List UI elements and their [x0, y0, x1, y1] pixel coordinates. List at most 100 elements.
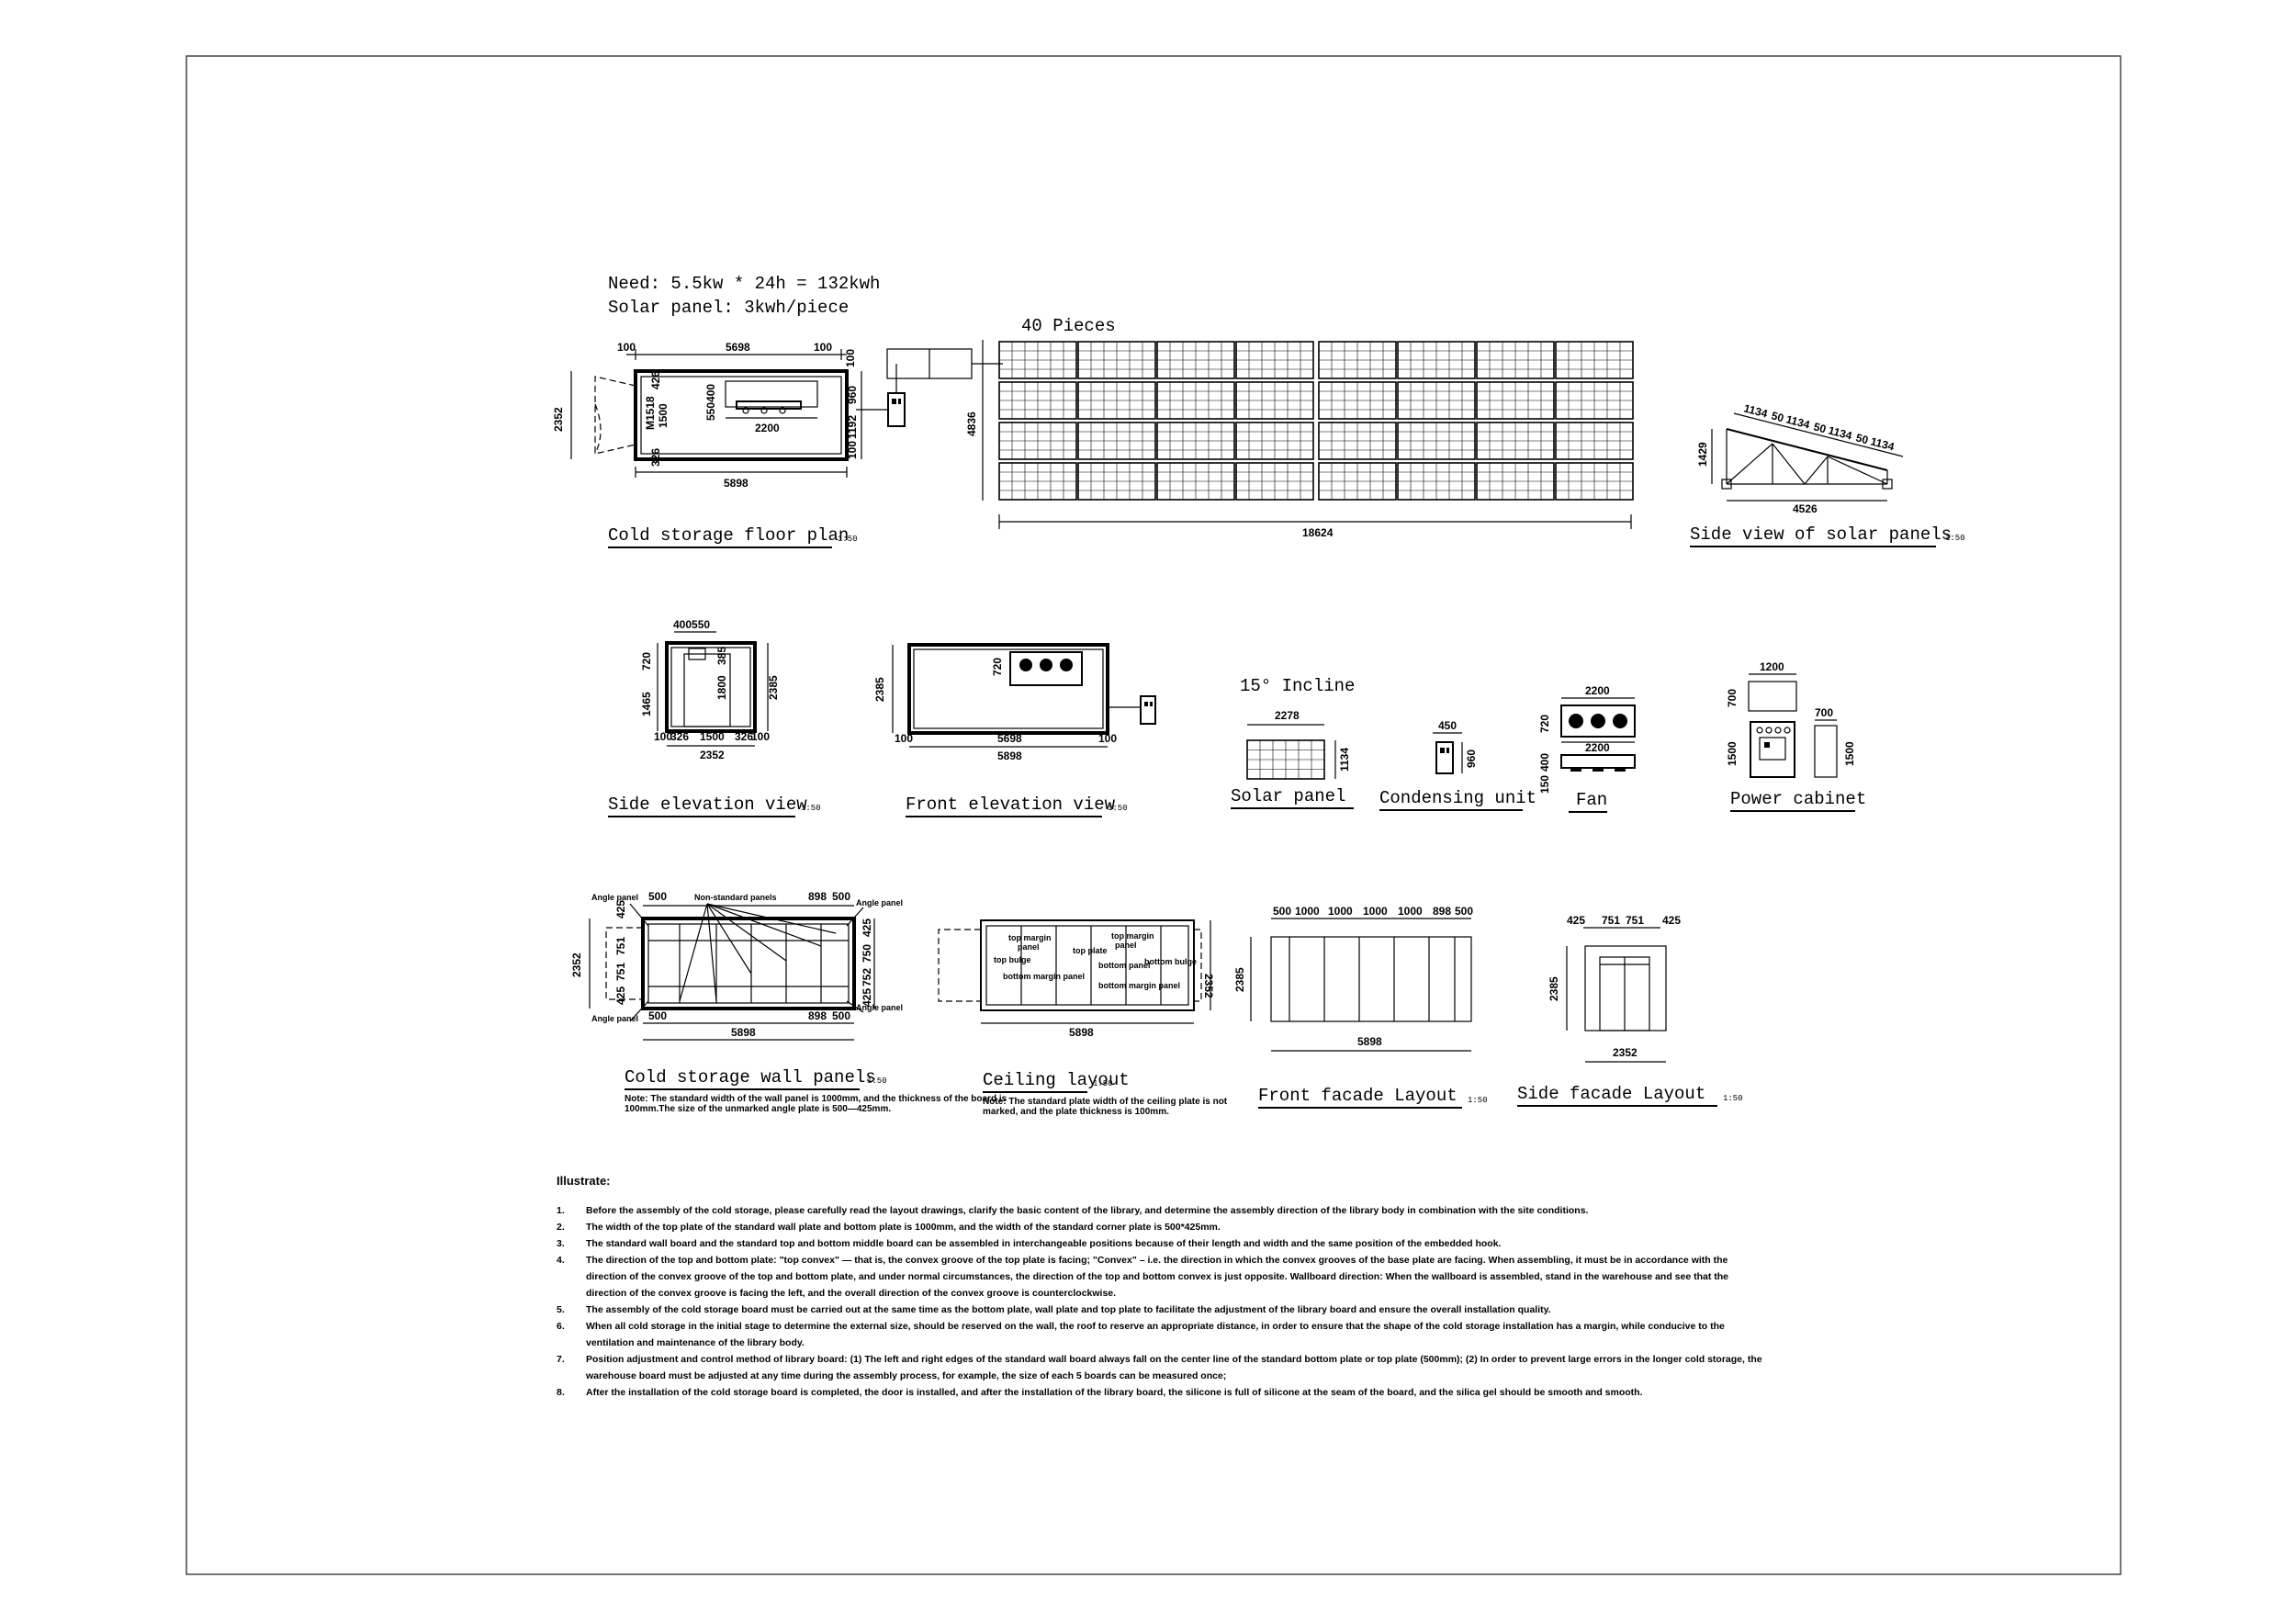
dim-se-1500: 1500: [700, 730, 725, 743]
solar-panel-module: [1235, 422, 1314, 460]
label-top-margin-2b: panel: [1115, 941, 1137, 950]
solar-panel-module: [1156, 381, 1235, 420]
dim-fan-2200a: 2200: [1585, 684, 1610, 697]
dim-fan-400: 400: [1538, 753, 1551, 772]
label-top-bulge: top bulge: [994, 955, 1031, 964]
dim-sv-1134a: 1134: [1742, 401, 1769, 420]
dim-sf-2385: 2385: [1548, 976, 1560, 1001]
dim-pc-1500a: 1500: [1726, 741, 1739, 766]
label-bottom-margin-2: bottom margin panel: [1098, 981, 1180, 990]
dim-cu-450: 450: [1438, 719, 1457, 732]
solar-panel-module: [1235, 341, 1314, 379]
dim-ff-1000d: 1000: [1398, 905, 1423, 918]
dim-sf-425b: 425: [1662, 914, 1681, 927]
dim-ff-500b: 500: [1455, 905, 1473, 918]
title-front-facade: Front facade Layout: [1258, 1086, 1458, 1106]
illustrate-item: 6. When all cold storage in the initial s…: [557, 1318, 1769, 1351]
dim-fp-960: 960: [846, 386, 859, 404]
condensing-unit-detail: 450 960 Condensing unit: [1379, 719, 1536, 811]
scale-solar-side-view: 1:50: [1945, 534, 1965, 543]
dim-sv-1134b: 1134: [1784, 412, 1811, 431]
solar-panel-module: [1555, 462, 1634, 501]
dim-sf-425a: 425: [1567, 914, 1585, 927]
dim-sv-1134c: 1134: [1827, 423, 1853, 442]
solar-panel-module: [1476, 381, 1555, 420]
solar-panel-module: [1318, 341, 1397, 379]
solar-panel-module: [998, 422, 1077, 460]
solar-panel-module: [1318, 381, 1397, 420]
dim-cu-960: 960: [1465, 750, 1478, 768]
solar-panel-module: [1476, 422, 1555, 460]
illustrate-item: 7. Position adjustment and control method…: [557, 1351, 1769, 1384]
dim-ff-5898: 5898: [1357, 1035, 1382, 1048]
illustrate-item-text: The assembly of the cold storage board m…: [586, 1304, 1551, 1315]
front-elevation: 2385 720 100 5698 100 5898 Front elevati…: [873, 643, 1156, 817]
illustrate-item-text: When all cold storage in the initial sta…: [586, 1321, 1725, 1348]
label-bottom-margin-1: bottom margin panel: [1003, 972, 1085, 981]
dim-pc-1500b: 1500: [1843, 741, 1856, 766]
dim-fan-720: 720: [1538, 715, 1551, 733]
dim-fp-100c: 100: [844, 349, 857, 367]
title-fan: Fan: [1576, 790, 1607, 810]
dim-fp-5898: 5898: [724, 477, 748, 490]
illustrate-item-number: 4.: [557, 1255, 565, 1266]
dim-wp-898b: 898: [808, 1009, 827, 1022]
dim-wp-751a: 751: [614, 937, 627, 955]
dim-ff-2385: 2385: [1233, 967, 1246, 992]
illustrate-item-number: 6.: [557, 1321, 565, 1332]
title-solar-side-view: Side view of solar panels: [1690, 524, 1952, 545]
dim-se-100b: 100: [751, 730, 770, 743]
dim-sol-18624: 18624: [1302, 526, 1334, 539]
title-front-elevation: Front elevation view: [906, 795, 1116, 815]
dim-fp-100a: 100: [617, 341, 636, 354]
illustrate-list: 1.Before the assembly of the cold storag…: [557, 1202, 1769, 1401]
solar-panel-module: [1156, 462, 1235, 501]
dim-wp-500b: 500: [832, 890, 850, 903]
dim-fe-100b: 100: [1098, 732, 1117, 745]
illustrate-item-text: After the installation of the cold stora…: [586, 1387, 1643, 1398]
solar-panel-module: [1318, 462, 1397, 501]
dim-pc-700a: 700: [1726, 689, 1739, 707]
scale-front-facade: 1:50: [1468, 1096, 1488, 1105]
dim-se-326a: 326: [670, 730, 689, 743]
dim-se-2352: 2352: [700, 749, 725, 761]
dim-cl-5898: 5898: [1069, 1026, 1094, 1039]
dim-wp-500a: 500: [648, 890, 667, 903]
dim-wp-751b: 751: [614, 963, 627, 981]
label-bottom-panel: bottom panel: [1098, 961, 1151, 970]
note-ceiling-line-1: Note: The standard plate width of the ce…: [983, 1097, 1228, 1107]
title-ceiling: Ceiling layout: [983, 1070, 1130, 1090]
pieces-label: 40 Pieces: [1021, 316, 1116, 336]
title-solar-panel: Solar panel: [1231, 786, 1345, 806]
solar-panel-module: [998, 341, 1077, 379]
illustrate-item-number: 8.: [557, 1387, 565, 1398]
illustrate-item-number: 7.: [557, 1354, 565, 1365]
floor-plan: 100 5698 100 100 2352 960 1192 100 5898 …: [552, 341, 1003, 548]
side-elevation: 400550 720 1465 385 1800 2385 100 326 15…: [608, 618, 821, 817]
solar-panel-module: [998, 381, 1077, 420]
dim-cl-2352: 2352: [1202, 974, 1215, 998]
illustrate-heading: Illustrate:: [557, 1174, 611, 1188]
solar-panel-module: [998, 462, 1077, 501]
dim-se-1465: 1465: [640, 692, 653, 716]
illustrate-item-number: 3.: [557, 1238, 565, 1249]
label-top-margin-1: top margin: [1008, 933, 1052, 942]
scale-ceiling: 1:50: [1093, 1079, 1113, 1088]
illustrate-item: 2.The width of the top plate of the stan…: [557, 1219, 1769, 1235]
solar-panel-module: [1397, 422, 1476, 460]
dim-sv-50b: 50: [1812, 420, 1828, 435]
dim-fp-100d: 100: [846, 441, 859, 459]
dim-fan-2200b: 2200: [1585, 741, 1610, 754]
dim-fp-550: 550400: [704, 384, 717, 421]
dim-fp-5698: 5698: [726, 341, 750, 354]
solar-panel-module: [1555, 341, 1634, 379]
illustrate-item: 1.Before the assembly of the cold storag…: [557, 1202, 1769, 1219]
dim-se-385: 385: [715, 647, 728, 665]
illustrate-item-number: 5.: [557, 1304, 565, 1315]
dim-fp-426: 426: [649, 371, 662, 389]
illustrate-item-text: Position adjustment and control method o…: [586, 1354, 1762, 1381]
illustrate-notes: Illustrate: 1.Before the assembly of the…: [557, 1173, 1769, 1401]
dim-wp-752: 752: [861, 968, 873, 986]
dim-pc-1200: 1200: [1760, 660, 1784, 673]
